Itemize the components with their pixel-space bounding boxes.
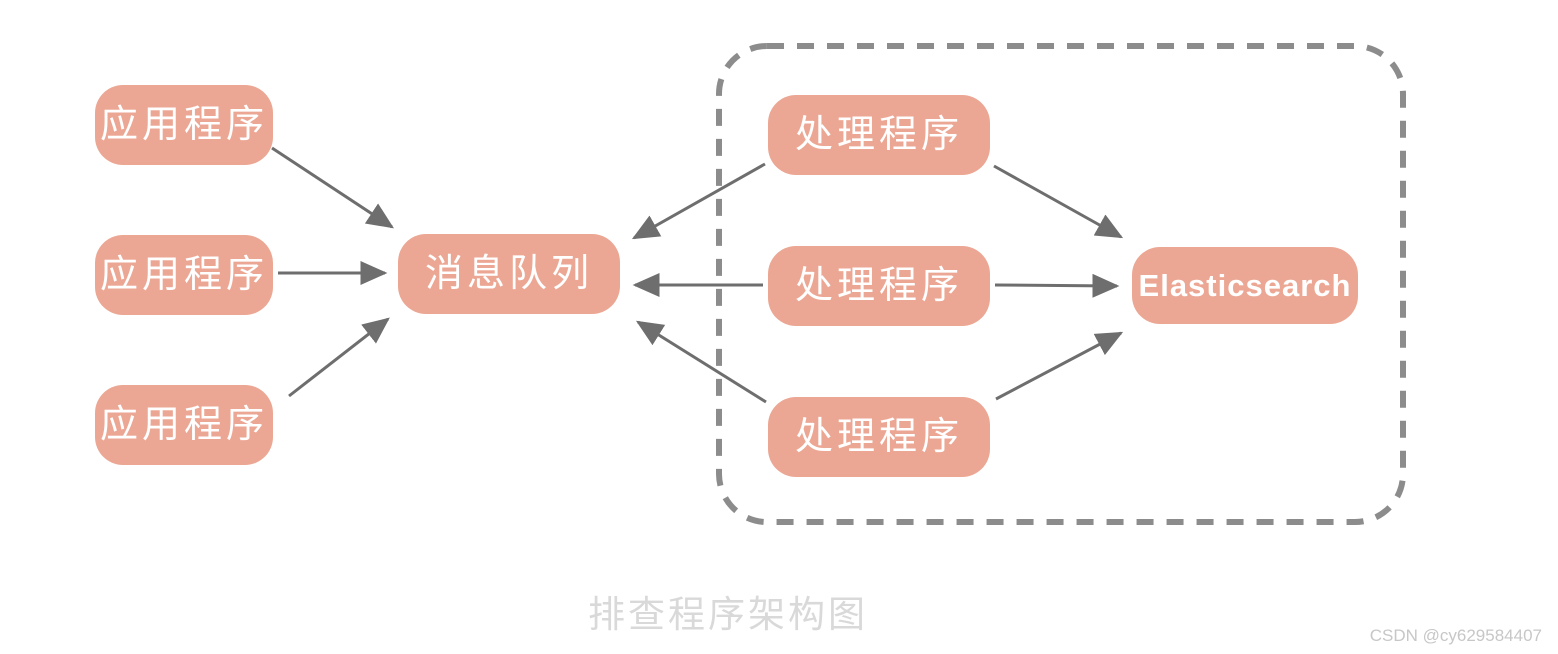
node-application-2: 应用程序 [95,235,273,315]
node-handler-3: 处理程序 [768,397,990,477]
arrow-handler2-to-es [994,273,1120,298]
arrow-handler3-to-queue [635,320,767,404]
node-message-queue: 消息队列 [398,234,620,314]
arrow-app1-to-queue [271,146,395,229]
diagram-caption: 排查程序架构图 [588,594,868,635]
node-application-3: 应用程序 [95,385,273,465]
node-handler-1: 处理程序 [768,95,990,175]
arrow-handler1-to-queue [631,162,766,240]
node-application-1: 应用程序 [95,85,273,165]
arrow-handler3-to-es [995,331,1124,401]
node-elasticsearch: Elasticsearch [1132,247,1358,324]
node-handler-2: 处理程序 [768,246,990,326]
arrow-app3-to-queue [288,317,390,398]
arrow-handler1-to-es [993,164,1124,239]
handler-group-dashed-border [716,43,1406,525]
csdn-watermark: CSDN @cy629584407 [1369,626,1542,645]
